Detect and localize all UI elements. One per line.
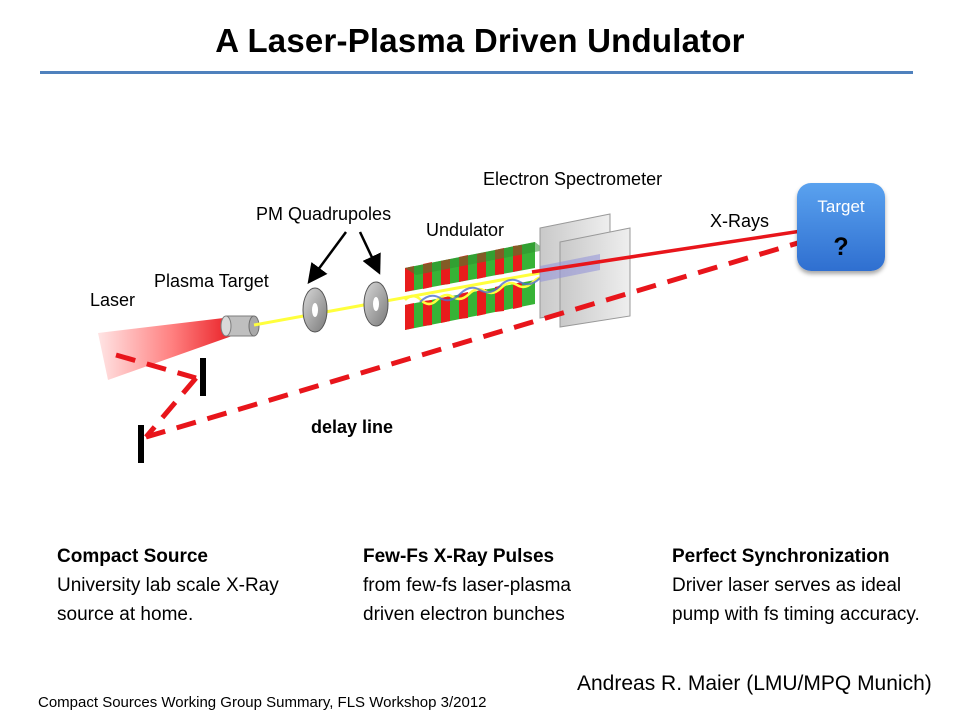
column-perfect-synchronization: Perfect Synchronization Driver laser ser… (672, 542, 932, 629)
pointer-arrow-left (307, 231, 348, 285)
column-few-fs-pulses: Few-Fs X-Ray Pulses from few-fs laser-pl… (363, 542, 603, 629)
plasma-target-cell (220, 315, 260, 337)
target-label: Target (817, 197, 865, 216)
undulator-magnets (404, 242, 550, 330)
author-credit: Andreas R. Maier (LMU/MPQ Munich) (577, 672, 932, 695)
label-electron-spectrometer: Electron Spectrometer (483, 169, 663, 189)
electron-spectrometer (539, 213, 631, 328)
quadrupole-2 (363, 281, 389, 327)
title-underline (40, 71, 913, 74)
column-compact-source: Compact Source University lab scale X-Ra… (57, 542, 307, 629)
pointer-arrow-right (358, 231, 381, 275)
delay-mirror-1 (200, 358, 206, 396)
column-text: from few-fs laser-plasma driven electron… (363, 575, 571, 625)
column-heading: Perfect Synchronization (672, 546, 890, 567)
slide-footer: Compact Sources Working Group Summary, F… (38, 694, 487, 711)
label-delay-line: delay line (311, 417, 394, 437)
target-box: Target ? (797, 183, 885, 271)
label-laser: Laser (90, 290, 136, 310)
column-heading: Compact Source (57, 546, 208, 567)
label-pm-quadrupoles: PM Quadrupoles (256, 204, 392, 224)
column-text: Driver laser serves as ideal pump with f… (672, 575, 920, 625)
delay-mirror-2 (138, 425, 144, 463)
label-undulator: Undulator (426, 220, 505, 240)
laser-cone (98, 317, 232, 380)
xray-beam (531, 228, 809, 274)
label-plasma-target: Plasma Target (154, 271, 269, 291)
label-xrays: X-Rays (710, 211, 770, 231)
slide-title: A Laser-Plasma Driven Undulator (215, 22, 745, 59)
column-heading: Few-Fs X-Ray Pulses (363, 546, 555, 567)
electron-beam (253, 270, 546, 327)
column-text: University lab scale X-Ray source at hom… (57, 575, 279, 625)
quadrupole-1 (302, 287, 328, 333)
target-question-mark: ? (833, 233, 849, 261)
